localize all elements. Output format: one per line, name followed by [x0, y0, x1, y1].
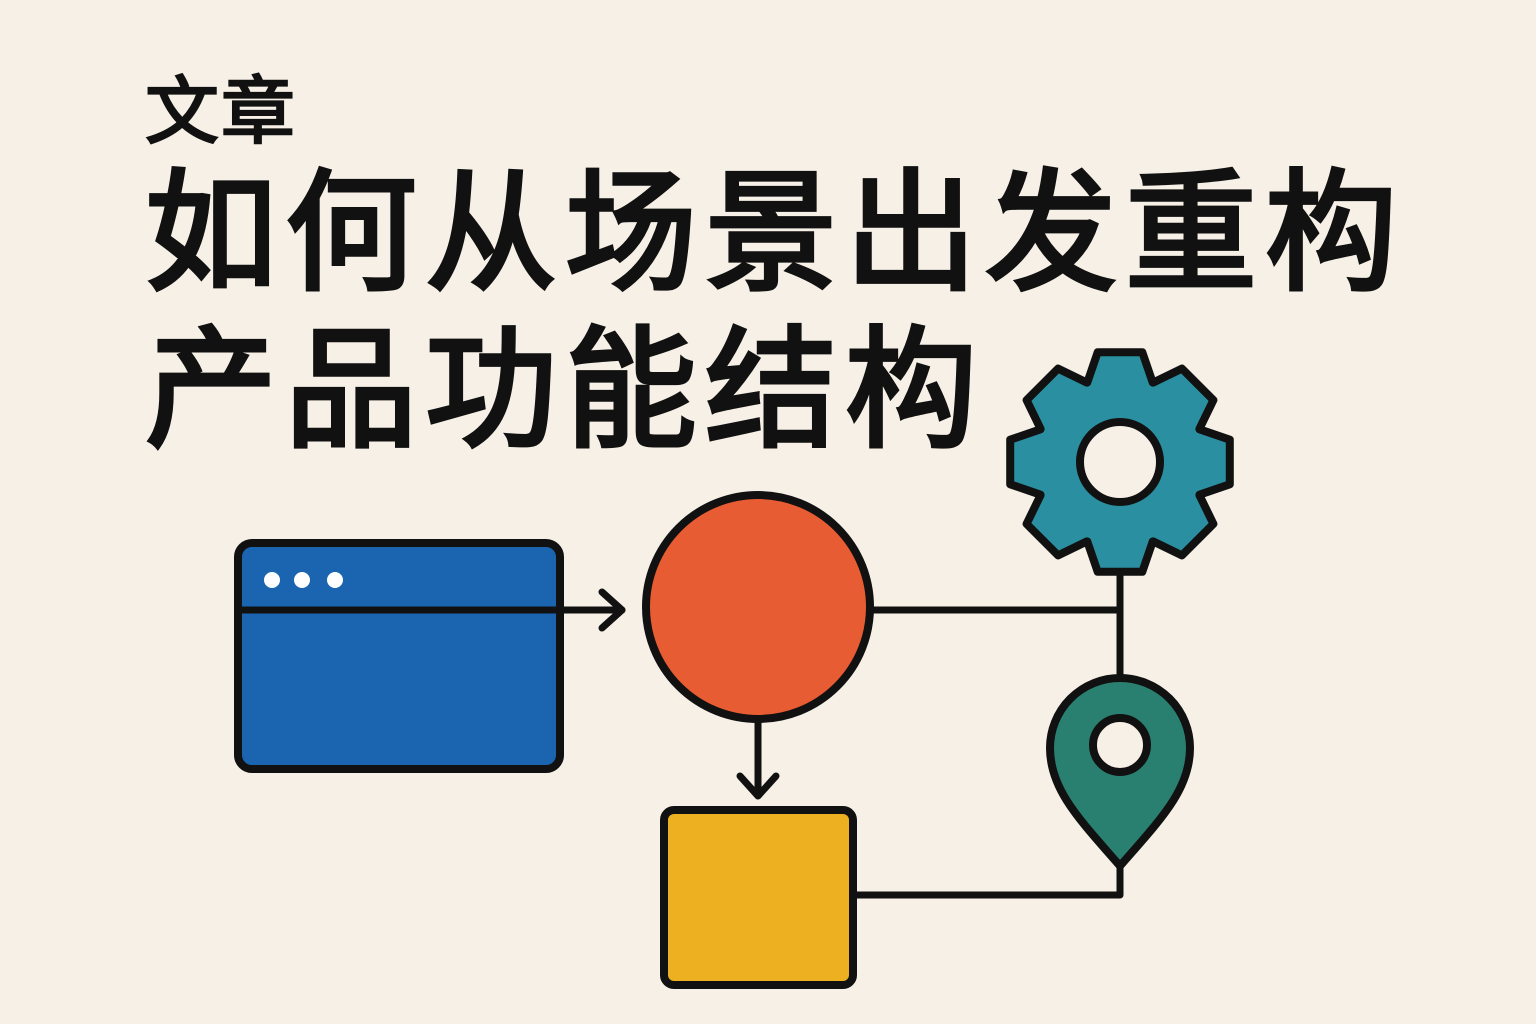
- connector-pin-square: [849, 861, 1124, 899]
- browser-window-icon: [234, 539, 564, 773]
- location-pin-icon: [1046, 674, 1194, 870]
- title-line-1: 如何从场景出发重构: [145, 157, 1405, 311]
- category-label: 文章: [145, 69, 297, 155]
- arrowhead-down: [736, 772, 780, 800]
- gear-icon: [1006, 348, 1234, 576]
- title-line-2: 产品功能结构: [145, 314, 985, 468]
- arrowhead-right: [598, 588, 626, 632]
- circle-node: [642, 491, 874, 723]
- square-node: [660, 806, 857, 989]
